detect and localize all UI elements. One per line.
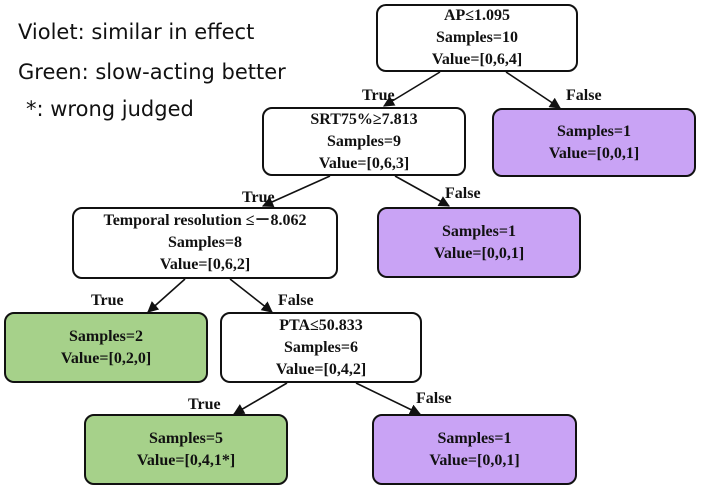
edge-label-root-false: False <box>566 87 602 104</box>
edge-temp-true <box>147 278 186 313</box>
leaf-samples: Samples=5 <box>148 429 223 447</box>
edge-root-false <box>505 71 561 109</box>
leaf-value: Value=[0,2,0] <box>60 349 152 367</box>
node-condition: AP≤1.095 <box>443 7 511 24</box>
edge-label-temp-true: True <box>91 292 124 309</box>
leaf-samples: Samples=2 <box>68 327 143 345</box>
legend-green: Green: slow-acting better <box>18 60 286 84</box>
edge-label-temp-false: False <box>278 292 314 309</box>
leaf-samples: Samples=1 <box>441 222 516 240</box>
legend-star: *: wrong judged <box>26 97 194 121</box>
leaf-value: Value=[0,0,1] <box>548 144 640 162</box>
node-condition: Temporal resolution ≤－8.062 <box>103 212 307 229</box>
node-value: Value=[0,4,2] <box>275 360 367 378</box>
leaf-samples: Samples=1 <box>437 429 512 447</box>
edge-label-pta-true: True <box>188 396 221 413</box>
edge-srt-false <box>394 175 450 207</box>
edge-pta-false <box>355 382 422 415</box>
node-value: Value=[0,6,2] <box>159 256 251 273</box>
edge-label-root-true: True <box>362 87 395 104</box>
leaf-temp-true: Samples=2 Value=[0,2,0] <box>4 312 208 383</box>
edge-srt-true <box>261 175 331 207</box>
node-temporal-resolution: Temporal resolution ≤－8.062 Samples=8 Va… <box>72 207 338 279</box>
node-samples: Samples=8 <box>167 234 242 251</box>
node-value: Value=[0,6,4] <box>431 51 523 68</box>
node-condition: PTA≤50.833 <box>279 316 363 334</box>
legend-violet: Violet: similar in effect <box>18 20 255 44</box>
leaf-value: Value=[0,0,1] <box>433 244 525 262</box>
edge-label-srt-false: False <box>445 185 481 202</box>
edge-pta-true <box>233 382 288 415</box>
edge-temp-false <box>229 278 273 313</box>
node-srt: SRT75%≥7.813 Samples=9 Value=[0,6,3] <box>262 107 466 176</box>
leaf-srt-false: Samples=1 Value=[0,0,1] <box>377 207 581 278</box>
edge-label-pta-false: False <box>416 390 452 407</box>
edge-root-true <box>383 71 441 107</box>
node-samples: Samples=9 <box>326 132 401 150</box>
node-root-ap: AP≤1.095 Samples=10 Value=[0,6,4] <box>376 4 578 72</box>
node-value: Value=[0,6,3] <box>318 154 410 172</box>
node-samples: Samples=6 <box>283 338 358 356</box>
leaf-value: Value=[0,0,1] <box>429 451 520 469</box>
leaf-pta-false: Samples=1 Value=[0,0,1] <box>372 414 577 485</box>
node-pta: PTA≤50.833 Samples=6 Value=[0,4,2] <box>220 312 422 383</box>
node-samples: Samples=10 <box>435 29 518 46</box>
node-condition: SRT75%≥7.813 <box>310 110 418 128</box>
leaf-value: Value=[0,4,1*] <box>136 451 236 469</box>
leaf-samples: Samples=1 <box>556 122 631 140</box>
edge-label-srt-true: True <box>242 189 275 206</box>
leaf-root-false: Samples=1 Value=[0,0,1] <box>492 108 696 177</box>
leaf-pta-true: Samples=5 Value=[0,4,1*] <box>84 414 288 485</box>
